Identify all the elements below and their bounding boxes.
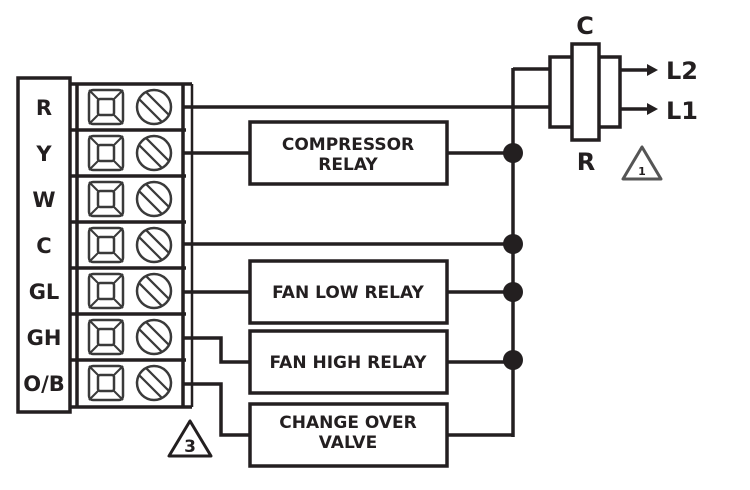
wires <box>183 67 550 437</box>
terminal-label-y: Y <box>35 142 52 166</box>
terminal-label-strip <box>16 76 72 414</box>
transformer-bottom-label: R <box>577 148 595 176</box>
transformer: C R L2 L1 <box>548 12 698 176</box>
square-connector-icon <box>87 318 125 356</box>
change-over-valve-label-2: VALVE <box>319 433 377 453</box>
compressor-relay-label-1: COMPRESSOR <box>282 135 414 155</box>
note-3-number: 3 <box>184 437 196 457</box>
screw-icon <box>135 318 173 356</box>
square-connector-icon <box>87 364 125 402</box>
change-over-valve-label-1: CHANGE OVER <box>279 413 416 433</box>
note-1-number: 1 <box>638 165 646 178</box>
warning-triangle-icon <box>167 419 213 458</box>
terminal-row-y: Y <box>35 128 186 172</box>
terminal-label-r: R <box>36 96 52 120</box>
compressor-relay: COMPRESSOR RELAY <box>248 120 449 186</box>
change-over-valve: CHANGE OVER VALVE <box>248 402 449 468</box>
transformer-core <box>570 42 601 142</box>
square-connector-icon <box>87 180 125 218</box>
square-connector-icon <box>87 134 125 172</box>
screw-icon <box>135 134 173 172</box>
terminal-row-ob: O/B <box>23 358 186 402</box>
screw-icon <box>135 180 173 218</box>
note-3-triangle: 3 <box>167 419 213 458</box>
terminal-row-gl: GL <box>29 266 186 310</box>
terminal-label-gl: GL <box>29 280 60 304</box>
output-L1-label: L1 <box>666 97 698 125</box>
terminal-label-gh: GH <box>27 326 62 350</box>
wire-OB <box>183 382 250 437</box>
warning-triangle-icon <box>621 145 663 181</box>
screw-icon <box>135 88 173 126</box>
terminal-row-gh: GH <box>27 312 186 356</box>
terminal-label-c: C <box>36 234 51 258</box>
terminal-label-w: W <box>32 188 55 212</box>
square-connector-icon <box>87 88 125 126</box>
fan-high-relay: FAN HIGH RELAY <box>248 329 449 395</box>
screw-icon <box>135 272 173 310</box>
transformer-top-label: C <box>576 12 594 40</box>
junction-dot <box>503 350 523 370</box>
junction-dots <box>503 143 523 370</box>
junction-dot <box>503 282 523 302</box>
compressor-relay-label-2: RELAY <box>318 155 378 175</box>
wire-GH <box>183 336 250 364</box>
terminal-label-ob: O/B <box>23 372 65 396</box>
junction-dot <box>503 234 523 254</box>
arrow-icon <box>647 64 658 76</box>
screw-icon <box>135 364 173 402</box>
square-connector-icon <box>87 272 125 310</box>
fan-high-relay-label: FAN HIGH RELAY <box>270 353 428 373</box>
arrow-icon <box>647 103 658 115</box>
terminal-row-c: C <box>36 220 186 264</box>
terminal-row-w: W <box>32 174 186 218</box>
note-1-triangle: 1 <box>621 145 663 181</box>
screw-icon <box>135 226 173 264</box>
terminal-row-r: R <box>36 88 173 126</box>
output-L2-label: L2 <box>666 57 698 85</box>
fan-low-relay-label: FAN LOW RELAY <box>272 283 424 303</box>
square-connector-icon <box>87 226 125 264</box>
fan-low-relay: FAN LOW RELAY <box>248 259 449 325</box>
junction-dot <box>503 143 523 163</box>
